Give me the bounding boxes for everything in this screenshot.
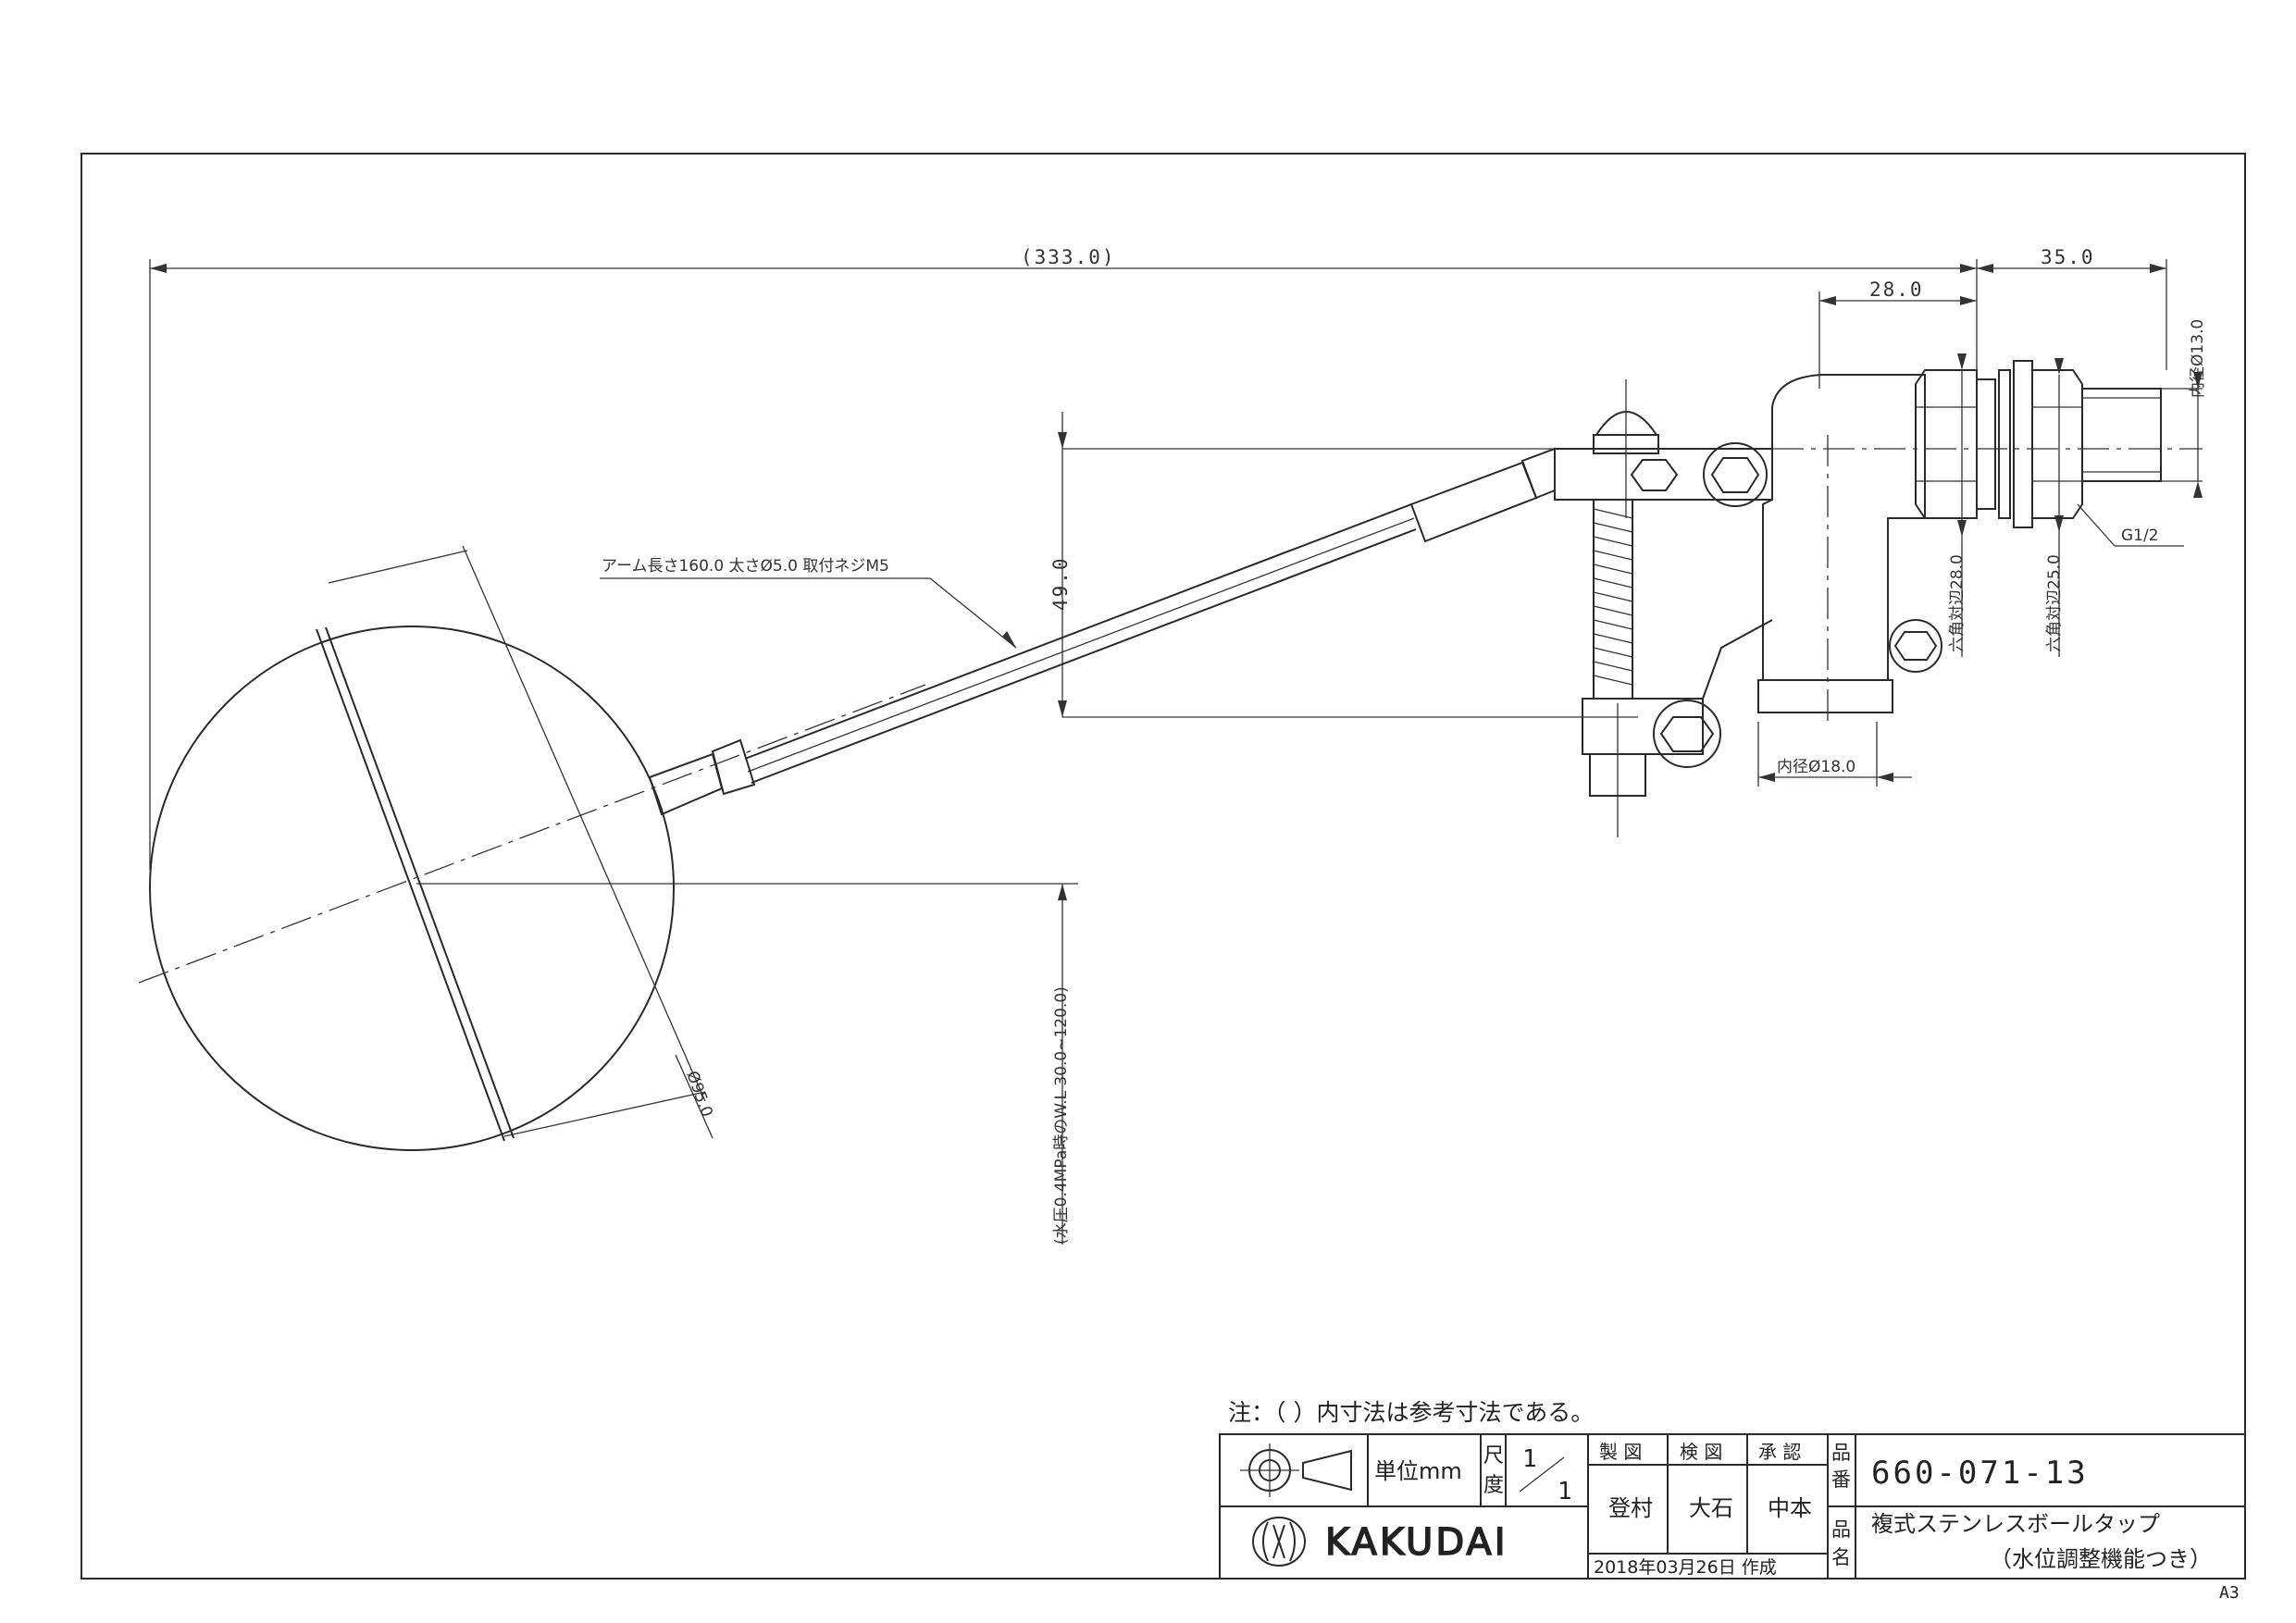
- dim-28-label: 28.0: [1869, 279, 1924, 301]
- scale-label-2: 度: [1483, 1474, 1504, 1497]
- dim-hex-28: 六角対辺28.0: [1948, 353, 1967, 657]
- part-number: 660-071-13: [1871, 1455, 2089, 1492]
- dim-thread-label: G1/2: [2121, 527, 2159, 545]
- product-subname: （水位調整機能つき）: [1990, 1546, 2212, 1572]
- dim-thread: G1/2: [2077, 503, 2184, 547]
- dim-inner-13-label: 内径Ø13.0: [2189, 319, 2207, 398]
- dim-333-label: (333.0): [1021, 246, 1116, 268]
- float-ball: Ø95.0: [138, 545, 926, 1151]
- ball-dia-label: Ø95.0: [682, 1069, 715, 1120]
- dim-35-label: 35.0: [2041, 246, 2095, 268]
- drawn-by: 登村: [1608, 1495, 1653, 1521]
- dim-49: 49.0: [1049, 412, 1638, 718]
- drawing-frame: [81, 153, 2246, 1580]
- company-logo-text: KAKUDAI: [1325, 1521, 1508, 1564]
- dim-28: 28.0: [1818, 279, 1977, 389]
- dim-water-level-label: (水圧0.4MPa時のW.L 30.0~120.0): [1052, 986, 1071, 1245]
- dim-inner-18-label: 内径Ø18.0: [1777, 758, 1855, 776]
- dim-inner-18: 内径Ø18.0: [1757, 722, 1912, 787]
- unit-label: 単位mm: [1374, 1458, 1462, 1484]
- arm-note: アーム長さ160.0 太さØ5.0 取付ネジM5: [600, 557, 1017, 649]
- lever-block: [1554, 379, 1773, 518]
- adjust-screw: [1582, 499, 1721, 837]
- checked-by: 大石: [1689, 1495, 1733, 1521]
- sheet-size: A3: [2219, 1583, 2240, 1603]
- kakudai-logo-icon: KAKUDAI: [1252, 1517, 1508, 1567]
- product-name: 複式ステンレスボールタップ: [1871, 1511, 2160, 1537]
- dim-hex-25-label: 六角対辺25.0: [2045, 554, 2064, 652]
- reference-note: 注：（ ）内寸法は参考寸法である。: [1228, 1399, 1594, 1426]
- part-no-label-1: 品: [1831, 1442, 1851, 1464]
- title-block: KAKUDAI 単位mm 尺 度 1 1 製 図 検 図 承 認 登村 大石 中…: [1219, 1433, 2246, 1580]
- approved-label: 承 認: [1758, 1441, 1801, 1463]
- part-no-label-2: 番: [1831, 1468, 1851, 1491]
- dim-inner-13: 内径Ø13.0: [2156, 319, 2207, 498]
- projection-symbol-icon: [1240, 1443, 1352, 1497]
- dim-water-level: (水圧0.4MPa時のW.L 30.0~120.0): [416, 883, 1078, 1245]
- drawing-date: 2018年03月26日 作成: [1594, 1557, 1777, 1578]
- arm-rod: [744, 447, 1556, 784]
- drawn-label: 製 図: [1599, 1441, 1642, 1463]
- fitting-nuts: [1772, 360, 2203, 528]
- scale-den: 1: [1558, 1478, 1572, 1505]
- scale-label-1: 尺: [1483, 1444, 1504, 1468]
- valve-body: [1702, 374, 1942, 722]
- name-label-1: 品: [1831, 1518, 1851, 1541]
- dim-overall-length: (333.0): [149, 246, 1978, 870]
- dim-hex-28-label: 六角対辺28.0: [1948, 554, 1967, 652]
- scale-num: 1: [1522, 1445, 1537, 1473]
- name-label-2: 名: [1831, 1546, 1851, 1568]
- arm-note-label: アーム長さ160.0 太さØ5.0 取付ネジM5: [602, 557, 889, 576]
- dim-hex-25: 六角対辺25.0: [2045, 358, 2064, 657]
- dim-35: 35.0: [1977, 246, 2167, 370]
- float-hub: [648, 738, 756, 816]
- checked-label: 検 図: [1680, 1441, 1722, 1463]
- approved-by: 中本: [1768, 1495, 1812, 1521]
- dim-49-label: 49.0: [1049, 556, 1072, 611]
